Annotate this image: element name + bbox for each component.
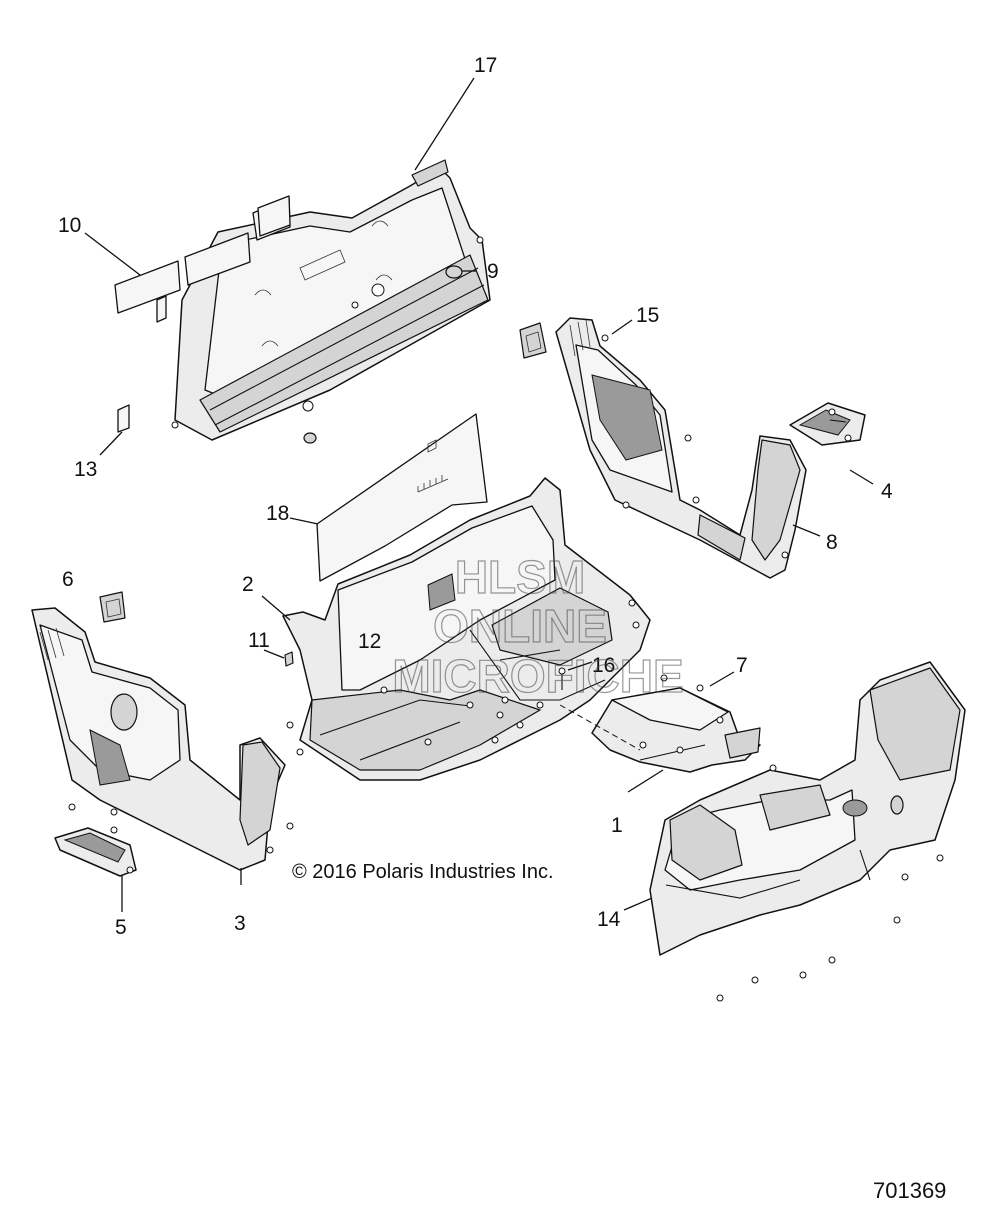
callout-4: 4 [881,480,893,503]
callout-12: 12 [358,630,381,653]
callout-14: 14 [597,908,621,931]
leader-lines [84,77,874,912]
floor-screws [716,764,944,1002]
callout-labels: 17 10 15 9 13 4 18 8 6 2 11 12 7 16 1 14… [58,54,893,939]
callout-3: 3 [234,912,246,935]
right-foot-rest [789,402,866,446]
watermark-line-2: ONLINE [433,600,607,652]
diagram-number: 701369 [873,1178,946,1203]
callout-13: 13 [74,458,97,481]
callout-15: 15 [636,304,659,327]
decal-strips [114,195,291,314]
clip [284,651,294,667]
callout-5: 5 [115,916,127,939]
watermark: HLSM ONLINE MICROFICHE [392,550,685,702]
callout-7: 7 [736,654,748,677]
callout-11: 11 [248,629,270,652]
floor-bolts [286,599,640,756]
watermark-line-3: MICROFICHE [392,650,683,702]
callout-16: 16 [592,654,615,677]
left-bezel [99,591,126,623]
callout-9: 9 [487,260,499,283]
left-side-panel [31,607,294,871]
callout-17: 17 [474,54,497,77]
callout-10: 10 [58,214,81,237]
copyright-notice: © 2016 Polaris Industries Inc. [292,861,554,883]
callout-8: 8 [826,531,838,554]
callout-1: 1 [611,814,623,837]
callout-18: 18 [266,502,289,525]
center-console-cover [591,674,761,773]
grommet [303,265,463,444]
bezel [519,322,547,359]
watermark-line-1: HLSM [455,551,585,603]
rear-bulkhead-panel [171,159,491,441]
small-decal [117,404,130,433]
right-floor-panel [649,661,966,1002]
right-side-panel [555,317,807,579]
left-foot-rest [54,826,137,877]
insulation-panel [316,413,488,582]
floor-panel [282,477,651,781]
callout-6: 6 [62,568,74,591]
callout-2: 2 [242,573,254,596]
